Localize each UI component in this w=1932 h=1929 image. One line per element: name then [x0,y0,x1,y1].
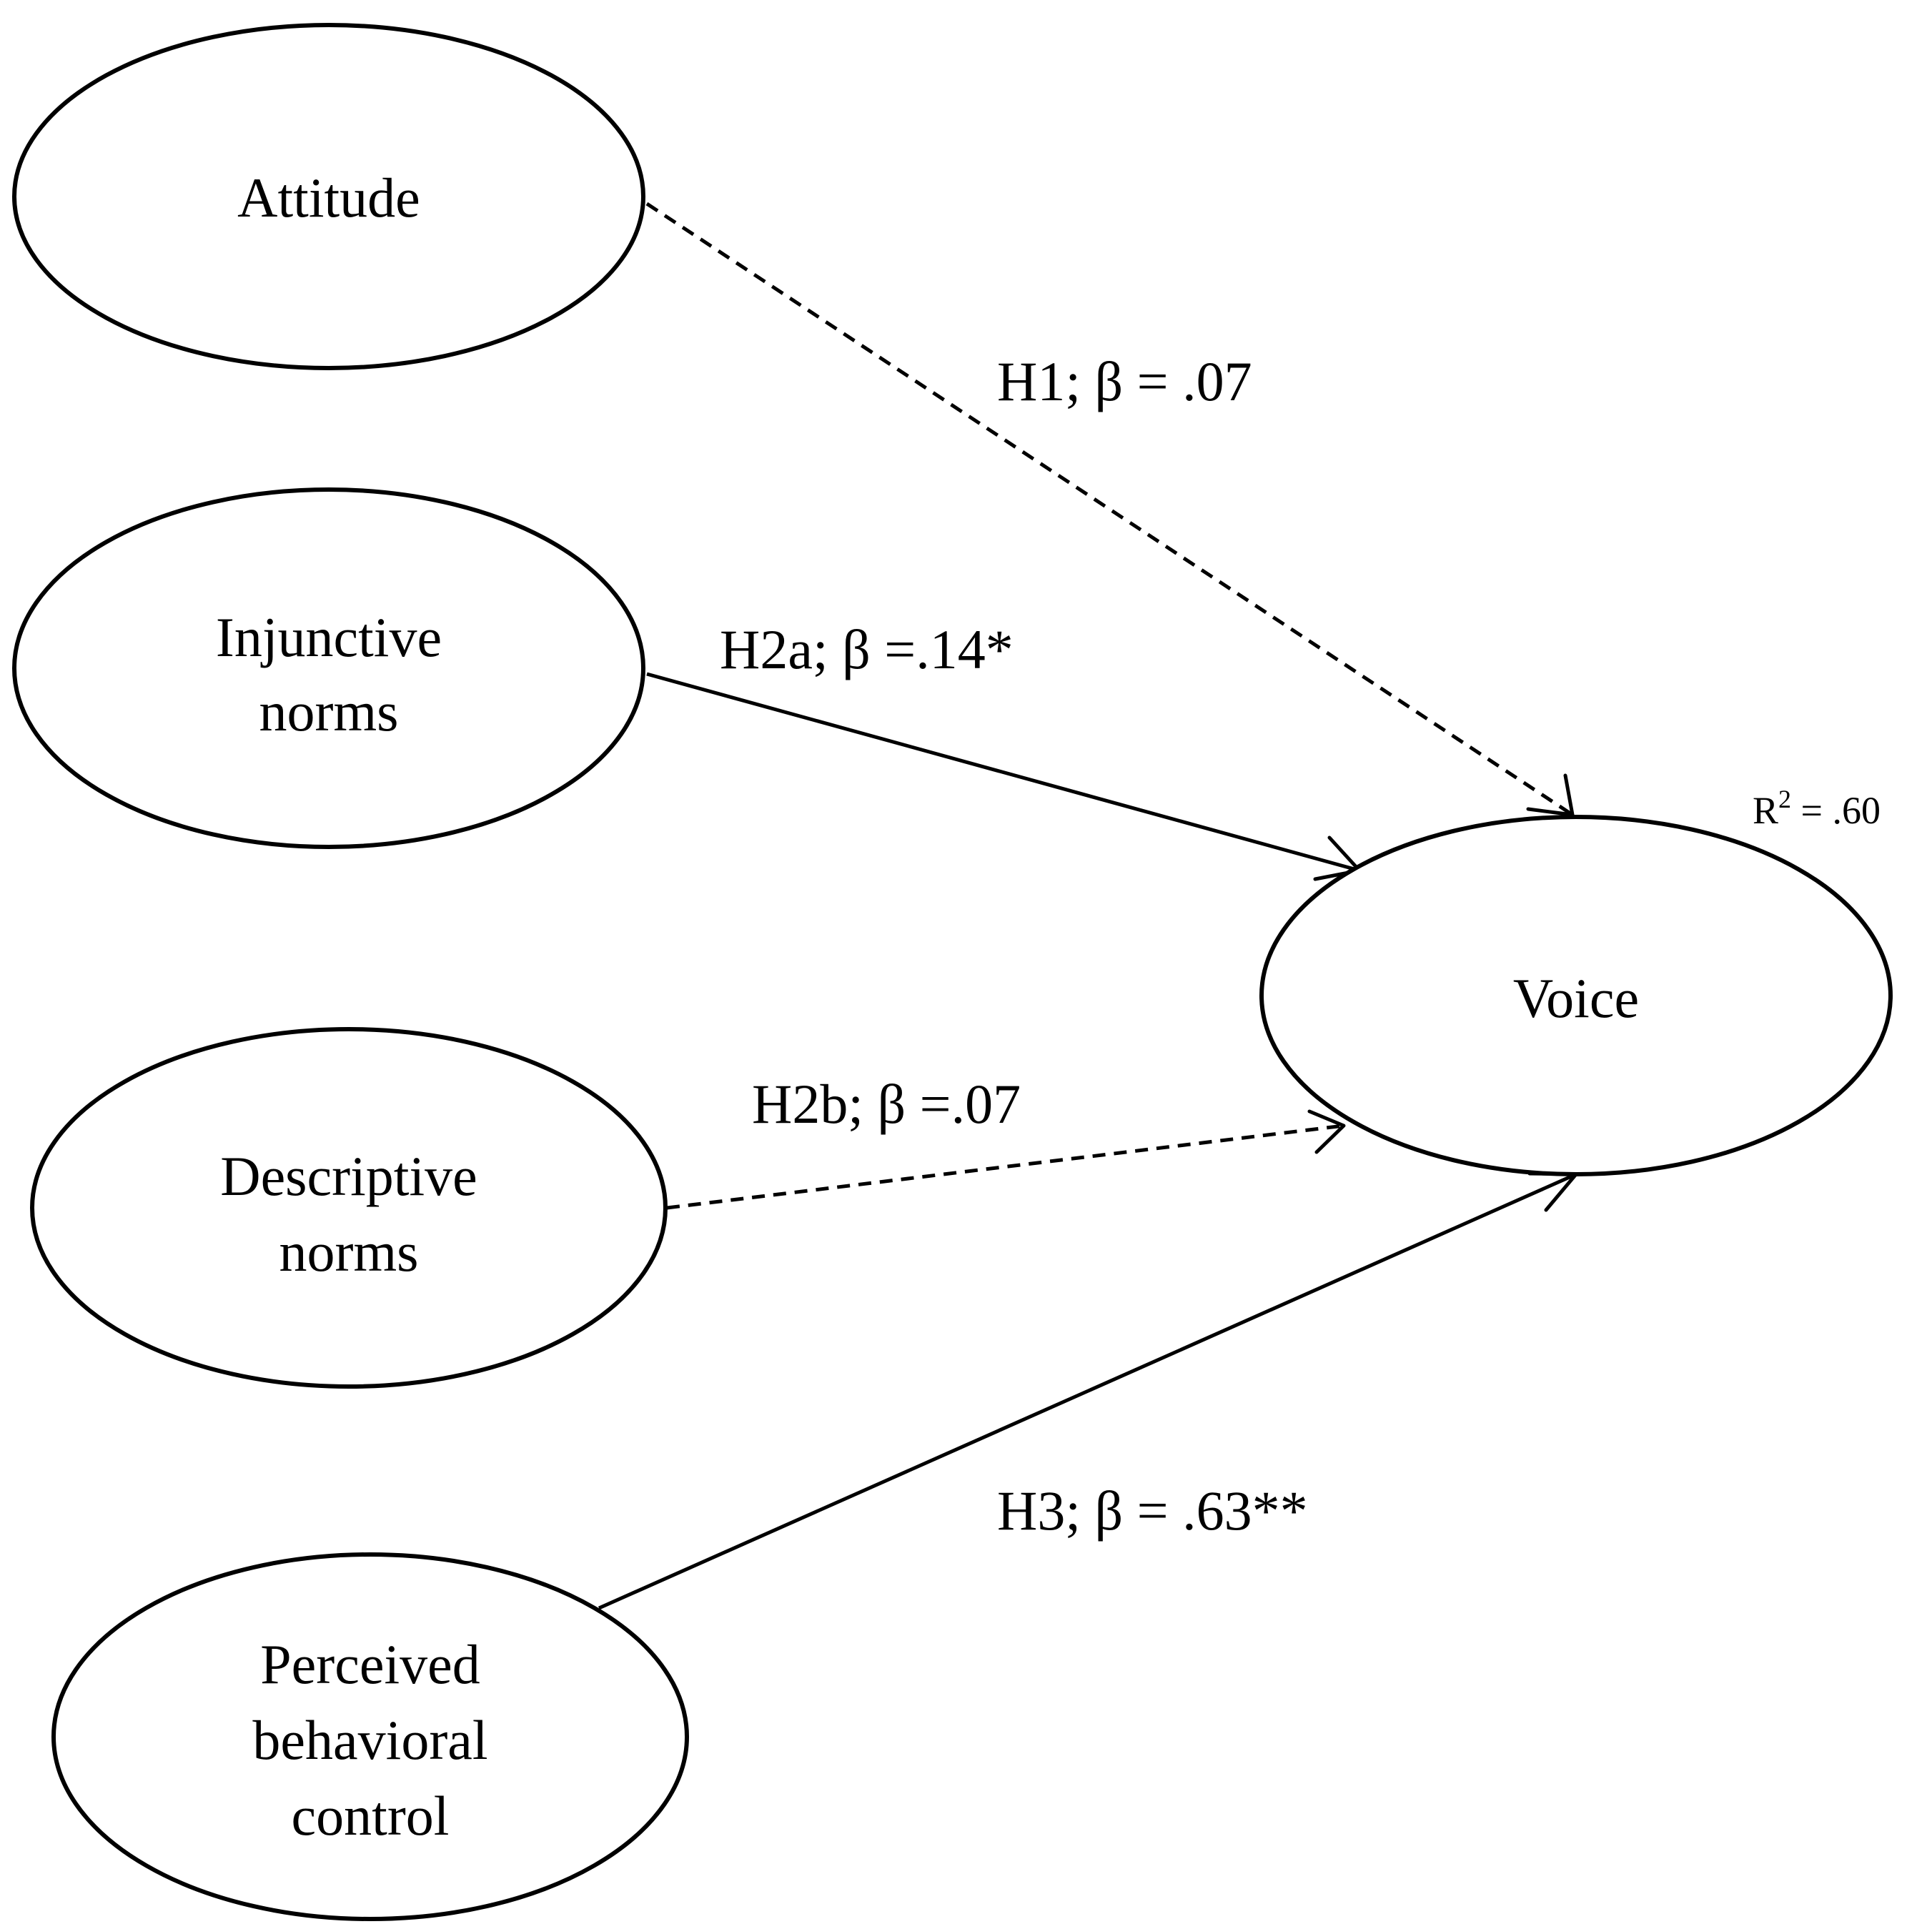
node-injunctive-norms-label-line-2: norms [259,680,399,743]
edge-h1 [645,202,1575,817]
edge-h1-arrowhead [1526,773,1575,817]
node-injunctive-norms: Injunctive norms [12,487,645,849]
edge-h3-label: H3; β = .63** [997,1479,1308,1542]
edge-h2b-line [666,1124,1344,1210]
node-injunctive-norms-label-line-1: Injunctive [216,606,442,668]
edge-h3-line [598,1172,1577,1610]
r-squared-label: R2 = .60 [1753,785,1881,832]
r-squared-value: = .60 [1791,789,1881,832]
edge-h2b-label: H2b; β =.07 [752,1073,1021,1135]
edge-h1-label: H1; β = .07 [997,350,1252,412]
edge-h2a-label: H2a; β =.14* [720,618,1014,680]
r-squared-prefix: R [1753,789,1778,832]
edge-h2a-line [646,672,1360,873]
node-pbc-label-line-3: control [292,1785,450,1847]
edge-h1-line [645,202,1574,817]
node-voice-label: Voice [1513,967,1639,1029]
edge-h2b-arrowhead [1307,1109,1346,1154]
node-descriptive-norms-label-line-2: norms [279,1221,419,1283]
node-attitude-ellipse [12,23,645,370]
edge-h2b [666,1109,1346,1210]
node-voice: Voice [1259,815,1893,1176]
node-descriptive-norms: Descriptive norms [30,1027,668,1389]
node-perceived-behavioral-control: Perceived behavioral control [51,1552,689,1921]
node-descriptive-norms-label-line-1: Descriptive [220,1145,477,1207]
node-pbc-label-line-2: behavioral [252,1709,487,1771]
r-squared-superscript: 2 [1778,785,1791,813]
node-attitude: Attitude [12,23,645,370]
edge-h2a [646,672,1362,881]
node-injunctive-norms-ellipse [12,487,645,849]
edge-h3 [598,1171,1578,1610]
node-voice-ellipse [1259,815,1893,1176]
node-descriptive-norms-ellipse [30,1027,668,1389]
node-pbc-label-line-1: Perceived [260,1633,480,1695]
node-attitude-label: Attitude [237,167,420,229]
node-pbc-ellipse [51,1552,689,1921]
